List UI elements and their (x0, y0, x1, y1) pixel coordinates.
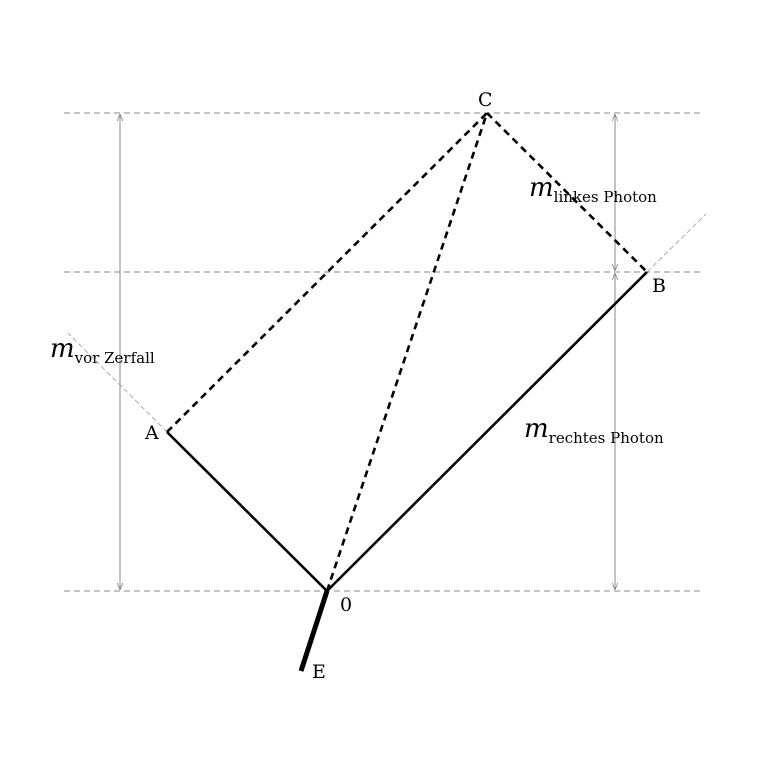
mass-label-linkes-photon: mlinkes Photon (529, 173, 657, 206)
segment-E-O (298, 590, 330, 672)
extension-line-right (646, 213, 707, 273)
segment-O-A (166, 431, 328, 592)
mass-label-rechtes-photon: mrechtes Photon (524, 414, 664, 447)
mass-symbol: m (50, 334, 75, 364)
segment-A-C (166, 112, 488, 433)
point-label-O: 0 (340, 594, 352, 616)
segment-C-B (486, 112, 648, 273)
point-label-A: A (144, 422, 159, 444)
segment-O-B (326, 271, 648, 592)
point-label-E: E (312, 661, 326, 683)
mass-subscript: vor Zerfall (74, 349, 155, 367)
mass-label-vor-zerfall: mvor Zerfall (50, 334, 155, 367)
mass-symbol: m (529, 173, 554, 203)
point-label-B: B (652, 275, 666, 297)
extension-line-left (67, 332, 168, 433)
segment-O-C (325, 112, 489, 592)
mass-symbol: m (524, 414, 549, 444)
mass-subscript: linkes Photon (554, 188, 658, 206)
point-label-C: C (478, 89, 493, 111)
mass-subscript: rechtes Photon (549, 429, 664, 447)
